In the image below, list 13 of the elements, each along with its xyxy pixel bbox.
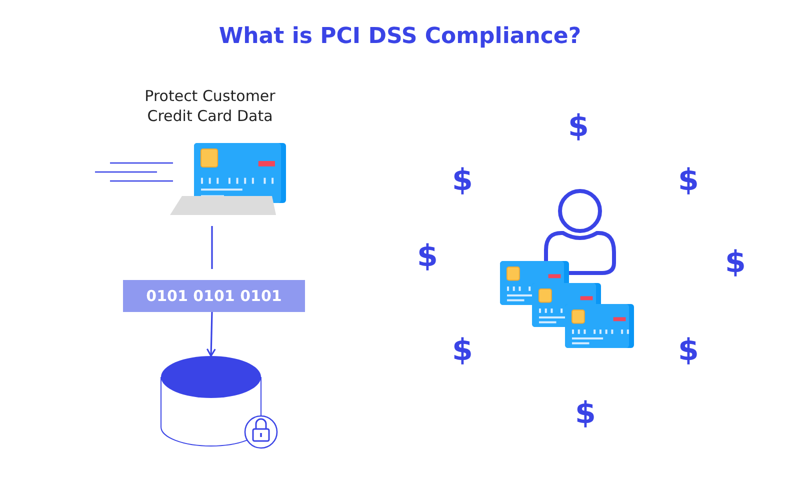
dollar-sign: $: [452, 164, 473, 198]
dollar-sign: $: [678, 164, 699, 198]
dollar-sign: $: [678, 334, 699, 368]
dollar-sign: $: [725, 246, 746, 280]
dollar-sign: $: [568, 110, 589, 144]
dollar-sign: $: [452, 334, 473, 368]
title: What is PCI DSS Compliance?: [218, 24, 582, 49]
connector-line: [211, 226, 213, 269]
caption-text: Protect Customer Credit Card Data: [144, 86, 276, 126]
binary-band: 0101 0101 0101: [123, 280, 305, 312]
dollar-sign: $: [417, 240, 438, 274]
dollar-sign: $: [575, 397, 596, 431]
arrow: [206, 312, 216, 357]
